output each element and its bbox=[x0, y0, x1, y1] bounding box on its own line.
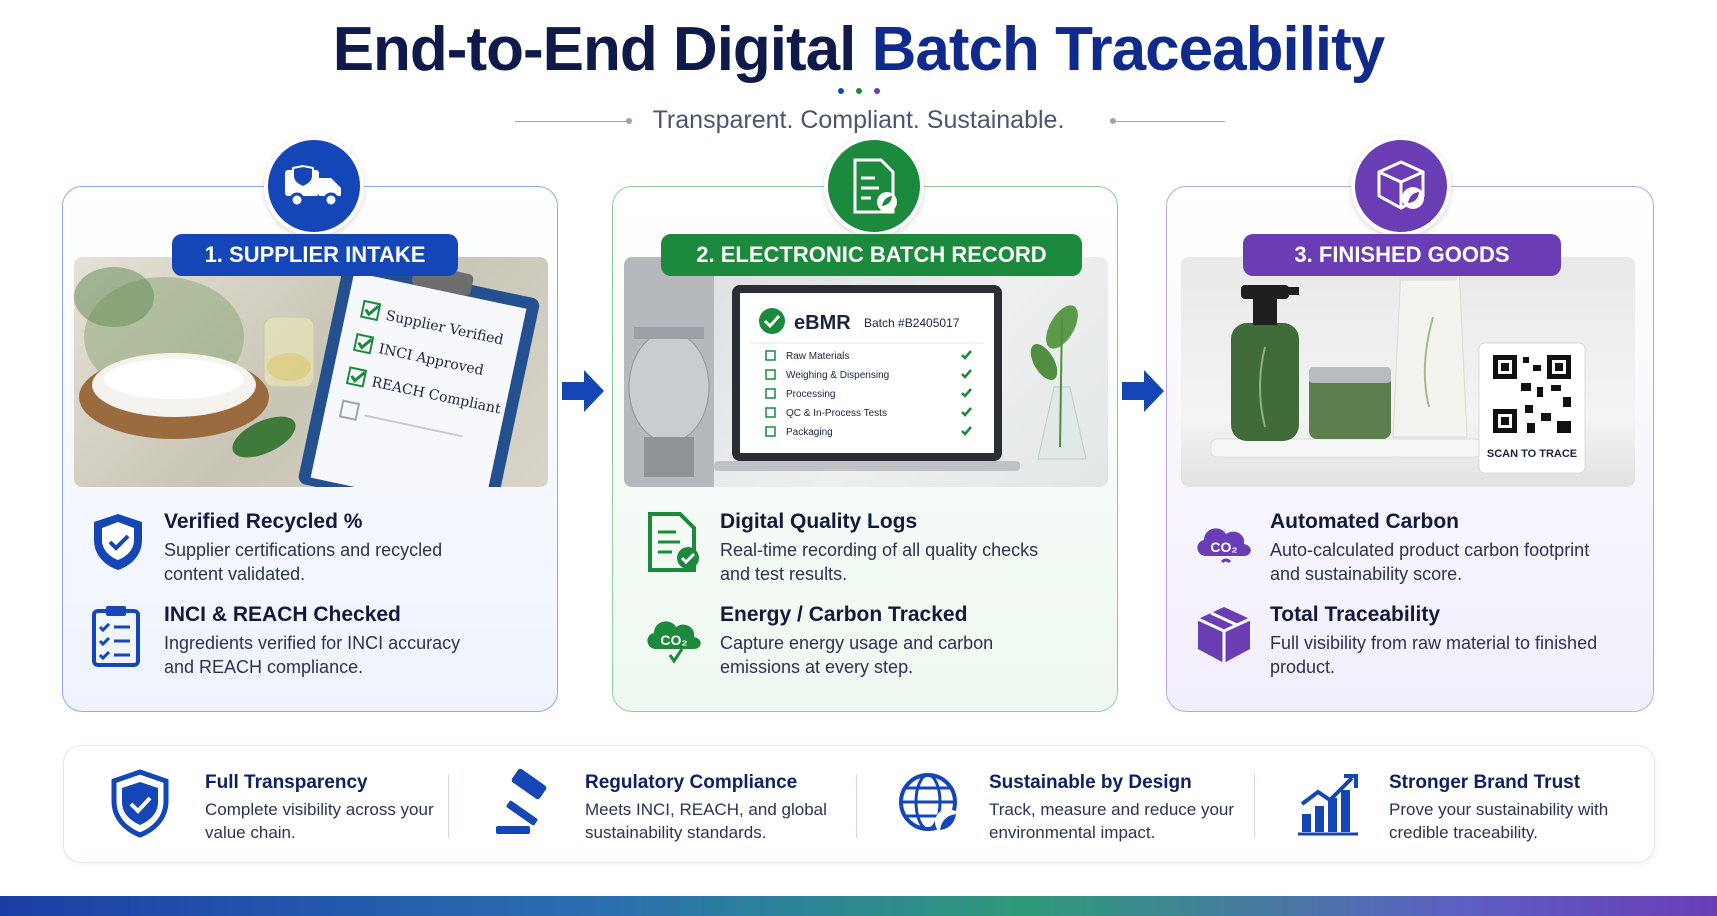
step-icon bbox=[765, 426, 776, 437]
feature-description: Ingredients verified for INCI accuracy a… bbox=[164, 633, 461, 677]
feature-inci-reach: INCI & REACH Checked Ingredients verifie… bbox=[86, 599, 526, 679]
subtitle-row: Transparent. Compliant. Sustainable. bbox=[0, 104, 1717, 138]
ebmr-step-label: Weighing & Dispensing bbox=[786, 370, 889, 381]
svg-text:CO₂: CO₂ bbox=[660, 632, 687, 648]
benefit-title: Stronger Brand Trust bbox=[1389, 772, 1581, 793]
title-part-1: End-to-End Digital bbox=[332, 15, 872, 84]
shield-check-icon bbox=[94, 514, 142, 570]
benefit-description: Complete visibility across your value ch… bbox=[205, 800, 434, 842]
feature-description: Supplier certifications and recycled con… bbox=[164, 540, 443, 584]
ebmr-step-row: Weighing & Dispensing bbox=[765, 369, 972, 381]
subtitle: Transparent. Compliant. Sustainable. bbox=[652, 106, 1065, 134]
feature-automated-carbon: CO₂ Automated Carbon Auto-calculated pro… bbox=[1192, 506, 1632, 586]
growth-chart-icon bbox=[1298, 774, 1358, 836]
truck-icon bbox=[264, 136, 364, 236]
step-check-icon bbox=[961, 350, 972, 360]
finished-goods-photo: SCAN TO TRACE bbox=[1181, 257, 1635, 487]
flow-arrow-right-icon bbox=[1122, 370, 1164, 412]
stage-label-finished-goods: 3. FINISHED GOODS bbox=[1243, 234, 1561, 276]
footer-gradient-bar bbox=[0, 896, 1717, 916]
feature-description: Real-time recording of all quality check… bbox=[720, 540, 1039, 584]
ebmr-step-row: Raw Materials bbox=[765, 350, 972, 362]
feature-title: Total Traceability bbox=[1270, 603, 1440, 626]
step-icon bbox=[765, 388, 776, 399]
benefit-divider bbox=[1254, 774, 1255, 838]
subtitle-divider-left bbox=[515, 121, 630, 122]
box-leaf-icon bbox=[1351, 136, 1451, 236]
ebmr-batch-number: Batch #B2405017 bbox=[864, 316, 960, 330]
feature-title: INCI & REACH Checked bbox=[164, 603, 401, 626]
package-icon bbox=[1197, 607, 1251, 663]
qr-label: SCAN TO TRACE bbox=[1487, 448, 1577, 460]
step-icon bbox=[765, 350, 776, 361]
benefit-title: Sustainable by Design bbox=[989, 772, 1192, 793]
feature-description: Auto-calculated product carbon footprint… bbox=[1270, 540, 1590, 584]
step-icon bbox=[765, 369, 776, 380]
step-check-icon bbox=[961, 407, 972, 417]
ebmr-step-label: Processing bbox=[786, 389, 835, 400]
feature-title: Automated Carbon bbox=[1270, 510, 1459, 533]
ebmr-step-label: Raw Materials bbox=[786, 351, 849, 362]
title-dots bbox=[0, 88, 1717, 94]
svg-text:CO₂: CO₂ bbox=[1210, 539, 1237, 555]
ebmr-step-row: QC & In-Process Tests bbox=[765, 407, 972, 419]
benefit-divider bbox=[448, 774, 449, 838]
flow-arrow-right-icon bbox=[562, 370, 604, 412]
feature-title: Verified Recycled % bbox=[164, 510, 363, 533]
stage-label-electronic-batch-record: 2. ELECTRONIC BATCH RECORD bbox=[661, 234, 1082, 276]
page-title: End-to-End Digital Batch Traceability bbox=[0, 14, 1717, 85]
title-part-2: Batch Traceability bbox=[871, 15, 1386, 84]
feature-description: Full visibility from raw material to fin… bbox=[1270, 633, 1598, 677]
benefit-divider bbox=[856, 774, 857, 838]
benefit-description: Prove your sustainability with credible … bbox=[1389, 800, 1609, 842]
step-check-icon bbox=[961, 426, 972, 436]
stage-label-supplier-intake: 1. SUPPLIER INTAKE bbox=[172, 234, 458, 276]
co2-cloud-icon: CO₂ bbox=[647, 621, 701, 664]
feature-description: Capture energy usage and carbon emission… bbox=[720, 633, 994, 677]
ebmr-screen-title: eBMR bbox=[794, 312, 851, 334]
step-check-icon bbox=[961, 388, 972, 398]
step-icon bbox=[765, 407, 776, 418]
ebmr-step-row: Processing bbox=[765, 388, 972, 400]
clipboard-checklist-icon bbox=[92, 606, 140, 667]
feature-verified-recycled: Verified Recycled % Supplier certificati… bbox=[86, 506, 526, 586]
feature-title: Energy / Carbon Tracked bbox=[720, 603, 968, 626]
ebmr-step-label: QC & In-Process Tests bbox=[786, 408, 887, 419]
co2-cloud-icon: CO₂ bbox=[1197, 528, 1251, 564]
benefit-title: Regulatory Compliance bbox=[585, 772, 798, 793]
feature-total-traceability: Total Traceability Full visibility from … bbox=[1192, 599, 1632, 679]
gavel-icon bbox=[496, 768, 547, 834]
globe-leaf-icon bbox=[899, 773, 961, 835]
document-leaf-icon bbox=[824, 136, 924, 236]
benefit-description: Track, measure and reduce your environme… bbox=[989, 800, 1235, 842]
document-check-icon bbox=[648, 512, 699, 572]
step-check-icon bbox=[961, 369, 972, 379]
feature-title: Digital Quality Logs bbox=[720, 510, 918, 533]
shield-check-icon bbox=[111, 769, 169, 838]
benefits-strip: Full Transparency Complete visibility ac… bbox=[63, 745, 1655, 863]
ebmr-step-row: Packaging bbox=[765, 426, 972, 438]
feature-energy-carbon: CO₂ Energy / Carbon Tracked Capture ener… bbox=[642, 599, 1082, 679]
benefit-title: Full Transparency bbox=[205, 772, 368, 793]
benefit-description: Meets INCI, REACH, and global sustainabi… bbox=[585, 800, 827, 842]
ebmr-step-label: Packaging bbox=[786, 427, 833, 438]
feature-digital-quality-logs: Digital Quality Logs Real-time recording… bbox=[642, 506, 1082, 586]
qr-code-icon bbox=[1493, 355, 1571, 433]
supplier-intake-photo: Supplier Verified INCI Approved REACH Co… bbox=[74, 257, 548, 487]
subtitle-divider-right bbox=[1110, 121, 1225, 122]
